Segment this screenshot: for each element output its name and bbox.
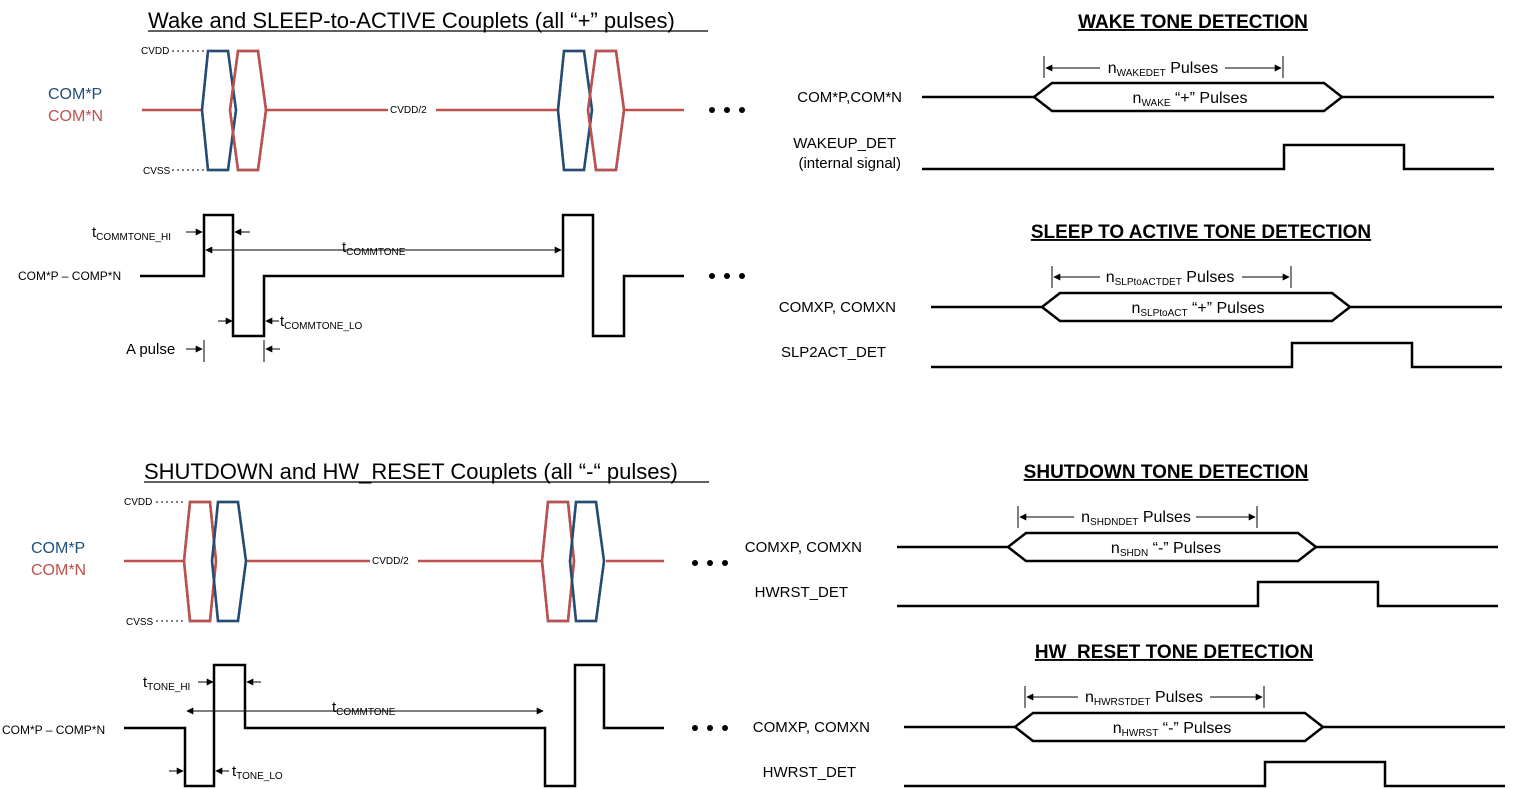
- a-pulse-label: A pulse: [126, 341, 175, 358]
- comn-label: COM*N: [48, 108, 103, 125]
- cvdd-label: CVDD: [124, 497, 152, 508]
- hwrst-det-count-label: nHWRSTDET Pulses: [1085, 689, 1203, 708]
- shdn-pulses-label: nSHDN “-” Pulses: [1111, 540, 1221, 559]
- ellipsis: [709, 107, 745, 113]
- diff-label: COM*P – COMP*N: [18, 269, 121, 283]
- hwrst-pulses-label: nHWRST “-” Pulses: [1113, 720, 1231, 739]
- comn-pulse: [228, 49, 268, 172]
- signal-label: WAKEUP_DET: [793, 135, 896, 152]
- comp-pulse: [210, 500, 248, 623]
- comn-label: COM*N: [31, 562, 86, 579]
- cvss-label: CVSS: [143, 166, 171, 177]
- hwrst-det-waveform: [897, 580, 1498, 608]
- comn-pulse: [182, 500, 218, 623]
- ellipsis: [692, 725, 728, 731]
- signal-sublabel: (internal signal): [798, 155, 901, 172]
- wake-detection-panel: WAKE TONE DETECTION nWAKEDET Pulses COM*…: [793, 12, 1494, 172]
- mid-level-label: CVDD/2: [372, 556, 409, 567]
- signal-label: COMXP, COMXN: [779, 299, 896, 316]
- comn-pulse: [540, 500, 576, 623]
- t-commtone-label: tCOMMTONE: [332, 699, 396, 718]
- pulse-bus-box: [1005, 531, 1319, 563]
- slp2act-detection-title: SLEEP TO ACTIVE TONE DETECTION: [1031, 222, 1371, 243]
- t-tone-lo-label: tTONE_LO: [232, 763, 283, 782]
- t-commtone-lo-label: tCOMMTONE_LO: [280, 313, 363, 332]
- mid-level-label: CVDD/2: [390, 105, 427, 116]
- shdn-det-count-label: nSHDNDET Pulses: [1081, 509, 1191, 528]
- wakedet-count-label: nWAKEDET Pulses: [1108, 60, 1218, 79]
- pulse-bus-box: [1031, 81, 1345, 113]
- wakeup-det-waveform: [922, 143, 1494, 171]
- comn-pulse: [586, 49, 626, 172]
- comp-pulse: [556, 49, 594, 172]
- cvss-label: CVSS: [126, 617, 154, 628]
- signal-label: COM*P,COM*N: [797, 89, 902, 106]
- signal-label: SLP2ACT_DET: [781, 344, 886, 361]
- comp-pulse: [200, 49, 238, 172]
- ellipsis: [709, 273, 745, 279]
- comp-pulse: [568, 500, 606, 623]
- slp2act-detection-panel: SLEEP TO ACTIVE TONE DETECTION nSLPtoACT…: [779, 222, 1502, 369]
- signal-label: COMXP, COMXN: [753, 719, 870, 736]
- wake-pulses-label: nWAKE “+” Pulses: [1133, 90, 1248, 109]
- diff-waveform: [140, 213, 684, 338]
- slp-det-count-label: nSLPtoACTDET Pulses: [1106, 269, 1235, 288]
- pulse-bus-box: [1012, 711, 1326, 743]
- ellipsis: [692, 560, 728, 566]
- wake-detection-title: WAKE TONE DETECTION: [1078, 12, 1308, 33]
- hwreset-detection-title: HW_RESET TONE DETECTION: [1035, 642, 1313, 663]
- comp-label: COM*P: [31, 540, 85, 557]
- t-commtone-hi-label: tCOMMTONE_HI: [92, 224, 171, 243]
- pulse-bus-box: [1039, 291, 1353, 323]
- signal-label: HWRST_DET: [763, 764, 856, 781]
- hwrst-det-waveform: [904, 760, 1505, 788]
- shutdown-couplets-panel: SHUTDOWN and HW_RESET Couplets (all “-“ …: [2, 459, 728, 788]
- shutdown-detection-title: SHUTDOWN TONE DETECTION: [1024, 462, 1309, 483]
- t-commtone-label: tCOMMTONE: [342, 239, 406, 258]
- diff-label: COM*P – COMP*N: [2, 723, 105, 737]
- wake-couplets-panel: Wake and SLEEP-to-ACTIVE Couplets (all “…: [18, 8, 745, 362]
- shutdown-couplets-title: SHUTDOWN and HW_RESET Couplets (all “-“ …: [144, 459, 678, 484]
- slp2act-det-waveform: [931, 341, 1502, 369]
- wake-couplets-title: Wake and SLEEP-to-ACTIVE Couplets (all “…: [148, 8, 675, 33]
- comp-label: COM*P: [48, 86, 102, 103]
- signal-label: HWRST_DET: [755, 584, 848, 601]
- shutdown-detection-panel: SHUTDOWN TONE DETECTION nSHDNDET Pulses …: [745, 462, 1498, 608]
- cvdd-label: CVDD: [141, 46, 169, 57]
- signal-label: COMXP, COMXN: [745, 539, 862, 556]
- slp-pulses-label: nSLPtoACT “+” Pulses: [1131, 300, 1264, 319]
- diff-waveform: [124, 663, 664, 788]
- hwreset-detection-panel: HW_RESET TONE DETECTION nHWRSTDET Pulses…: [753, 642, 1505, 788]
- t-tone-hi-label: tTONE_HI: [143, 674, 190, 693]
